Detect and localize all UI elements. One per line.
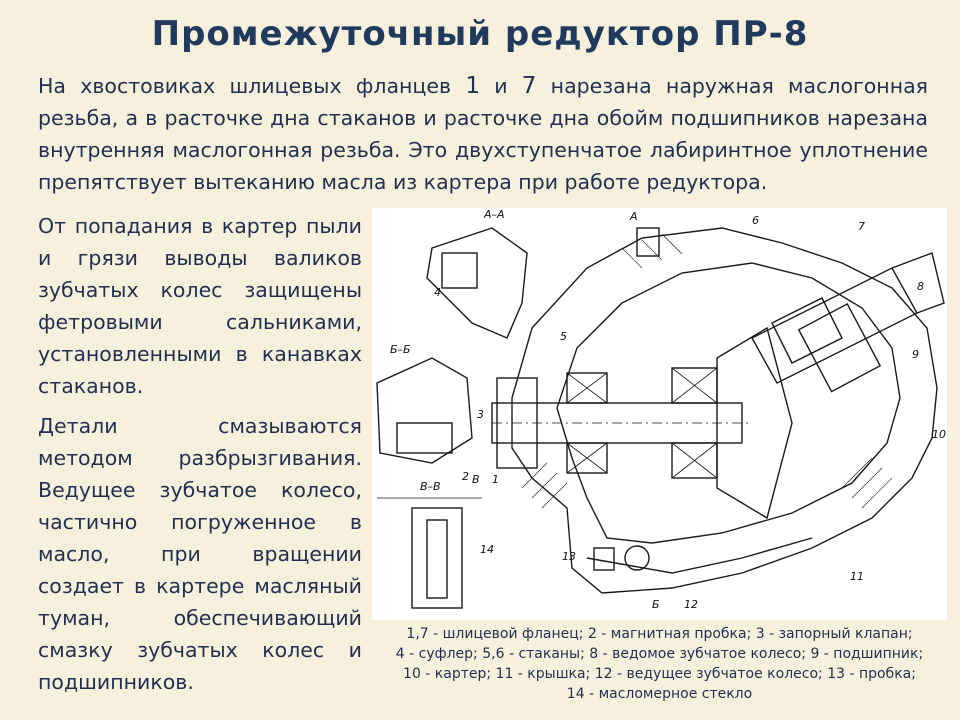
label-part-8: 8 [917, 280, 924, 293]
top-bolt [636, 227, 660, 257]
label-part-10: 10 [932, 428, 946, 441]
housing-inner [556, 262, 901, 544]
label-part-9: 9 [912, 348, 919, 361]
label-arrow-a: А [629, 210, 638, 223]
caption-line-3: 10 - картер; 11 - крышка; 12 - ведущее з… [403, 666, 916, 682]
label-part-14: 14 [480, 543, 494, 556]
label-part-12: 12 [684, 598, 698, 611]
drain-plug [593, 547, 615, 571]
label-section-aa: А–А [483, 208, 505, 221]
flange-left [496, 377, 538, 469]
label-part-6: 6 [752, 214, 759, 227]
intro-number-7: 7 [521, 73, 537, 99]
oil-sump [586, 537, 813, 574]
label-arrow-v: В [472, 473, 480, 486]
caption-line-4: 14 - масломерное стекло [566, 686, 753, 702]
caption-line-2: 4 - суфлер; 5,6 - стаканы; 8 - ведомое з… [395, 646, 924, 662]
intro-text-2: и [479, 74, 522, 98]
paragraph-lubrication: Детали смазываются методом разбрызгивани… [38, 414, 362, 694]
section-aa-detail [426, 227, 528, 339]
driving-gear [716, 326, 793, 520]
intro-text-1: На хвостовиках шлицевых фланцев [38, 74, 466, 98]
label-section-vv: В–В [420, 480, 441, 493]
intro-paragraph: На хвостовиках шлицевых фланцев 1 и 7 на… [38, 70, 928, 198]
label-part-5: 5 [560, 330, 567, 343]
driven-gear [771, 297, 843, 364]
label-part-7: 7 [858, 220, 865, 233]
label-part-3: 3 [477, 408, 484, 421]
magnetic-plug [624, 545, 650, 571]
bearing-top-left [566, 372, 608, 404]
label-arrow-b: Б [652, 598, 660, 611]
oil-gauge-glass [426, 519, 448, 599]
section-vv-detail [411, 507, 463, 609]
section-bb-detail [376, 357, 473, 464]
figure-caption: 1,7 - шлицевой фланец; 2 - магнитная про… [372, 624, 947, 704]
label-part-2: 2 [462, 470, 469, 483]
label-section-bb: Б–Б [390, 343, 411, 356]
paragraph-seals: От попадания в картер пыли и грязи вывод… [38, 214, 362, 398]
label-part-1: 1 [492, 473, 499, 486]
slide-title: Промежуточный редуктор ПР-8 [151, 14, 809, 54]
intro-number-1: 1 [465, 73, 480, 99]
bearing-bottom-left [566, 442, 608, 474]
intro-text-3: нарезана наружная маслогонная резьба, а … [38, 74, 928, 194]
valve-detail [396, 422, 453, 454]
gearbox-drawing-svg: А–А Б–Б В–В А Б В 1 2 3 4 5 6 7 8 9 10 1… [376, 208, 946, 611]
output-bearing [797, 303, 882, 393]
output-flange [891, 252, 945, 314]
caption-line-1: 1,7 - шлицевой фланец; 2 - магнитная про… [406, 626, 913, 642]
label-part-4: 4 [434, 286, 441, 299]
left-column: От попадания в картер пыли и грязи вывод… [38, 210, 362, 706]
label-part-11: 11 [850, 570, 864, 583]
gearbox-drawing: А–А Б–Б В–В А Б В 1 2 3 4 5 6 7 8 9 10 1… [372, 208, 947, 620]
label-part-13: 13 [562, 550, 576, 563]
breather-detail [441, 252, 478, 289]
housing-outline [511, 227, 938, 594]
